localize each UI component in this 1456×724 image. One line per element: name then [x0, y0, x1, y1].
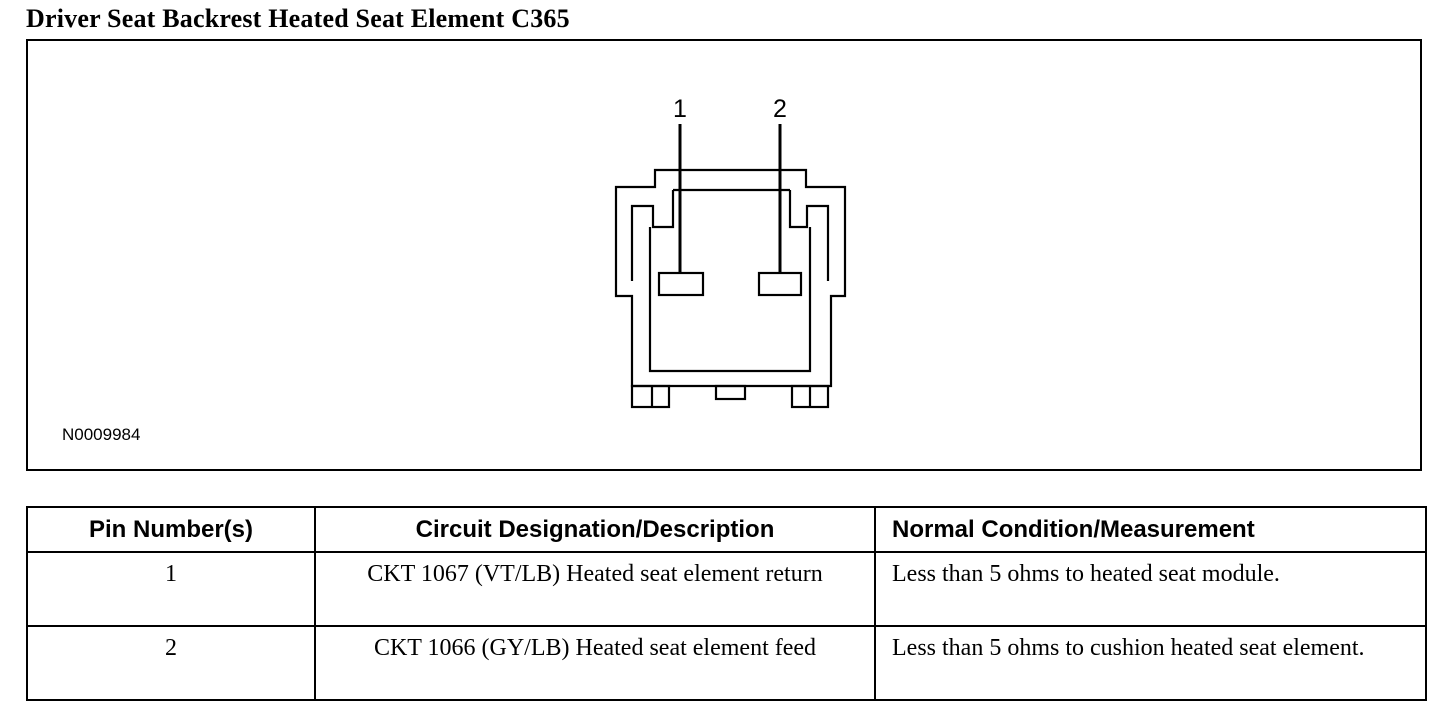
cell-description: CKT 1067 (VT/LB) Heated seat element ret…: [314, 551, 876, 627]
pin-1-label: 1: [673, 95, 687, 123]
header-pin-numbers: Pin Number(s): [26, 506, 316, 553]
figure-id: N0009984: [62, 425, 141, 444]
terminal-pad-2: [757, 271, 803, 297]
table-row: 1 CKT 1067 (VT/LB) Heated seat element r…: [26, 551, 1427, 627]
header-circuit-description: Circuit Designation/Description: [314, 506, 876, 553]
pin-2-label: 2: [773, 95, 787, 123]
header-normal-condition: Normal Condition/Measurement: [874, 506, 1427, 553]
bottom-tab-left: [630, 384, 671, 409]
connector-right-latch: [788, 190, 830, 281]
cell-condition: Less than 5 ohms to cushion heated seat …: [874, 625, 1427, 701]
connector-inner-cavity: [648, 227, 812, 373]
cell-condition: Less than 5 ohms to heated seat module.: [874, 551, 1427, 627]
pin-table: Pin Number(s) Circuit Designation/Descri…: [26, 506, 1427, 701]
bottom-tab-center: [714, 384, 747, 401]
page-title: Driver Seat Backrest Heated Seat Element…: [26, 4, 570, 33]
cell-pin: 1: [26, 551, 316, 627]
table-header-row: Pin Number(s) Circuit Designation/Descri…: [26, 506, 1427, 553]
connector-diagram: 1 2: [614, 95, 847, 409]
cell-description: CKT 1066 (GY/LB) Heated seat element fee…: [314, 625, 876, 701]
connector-figure: 1 2 N0009984: [26, 39, 1422, 471]
terminal-pad-1: [657, 271, 705, 297]
connector-left-latch: [630, 190, 675, 281]
table-row: 2 CKT 1066 (GY/LB) Heated seat element f…: [26, 625, 1427, 701]
cell-pin: 2: [26, 625, 316, 701]
